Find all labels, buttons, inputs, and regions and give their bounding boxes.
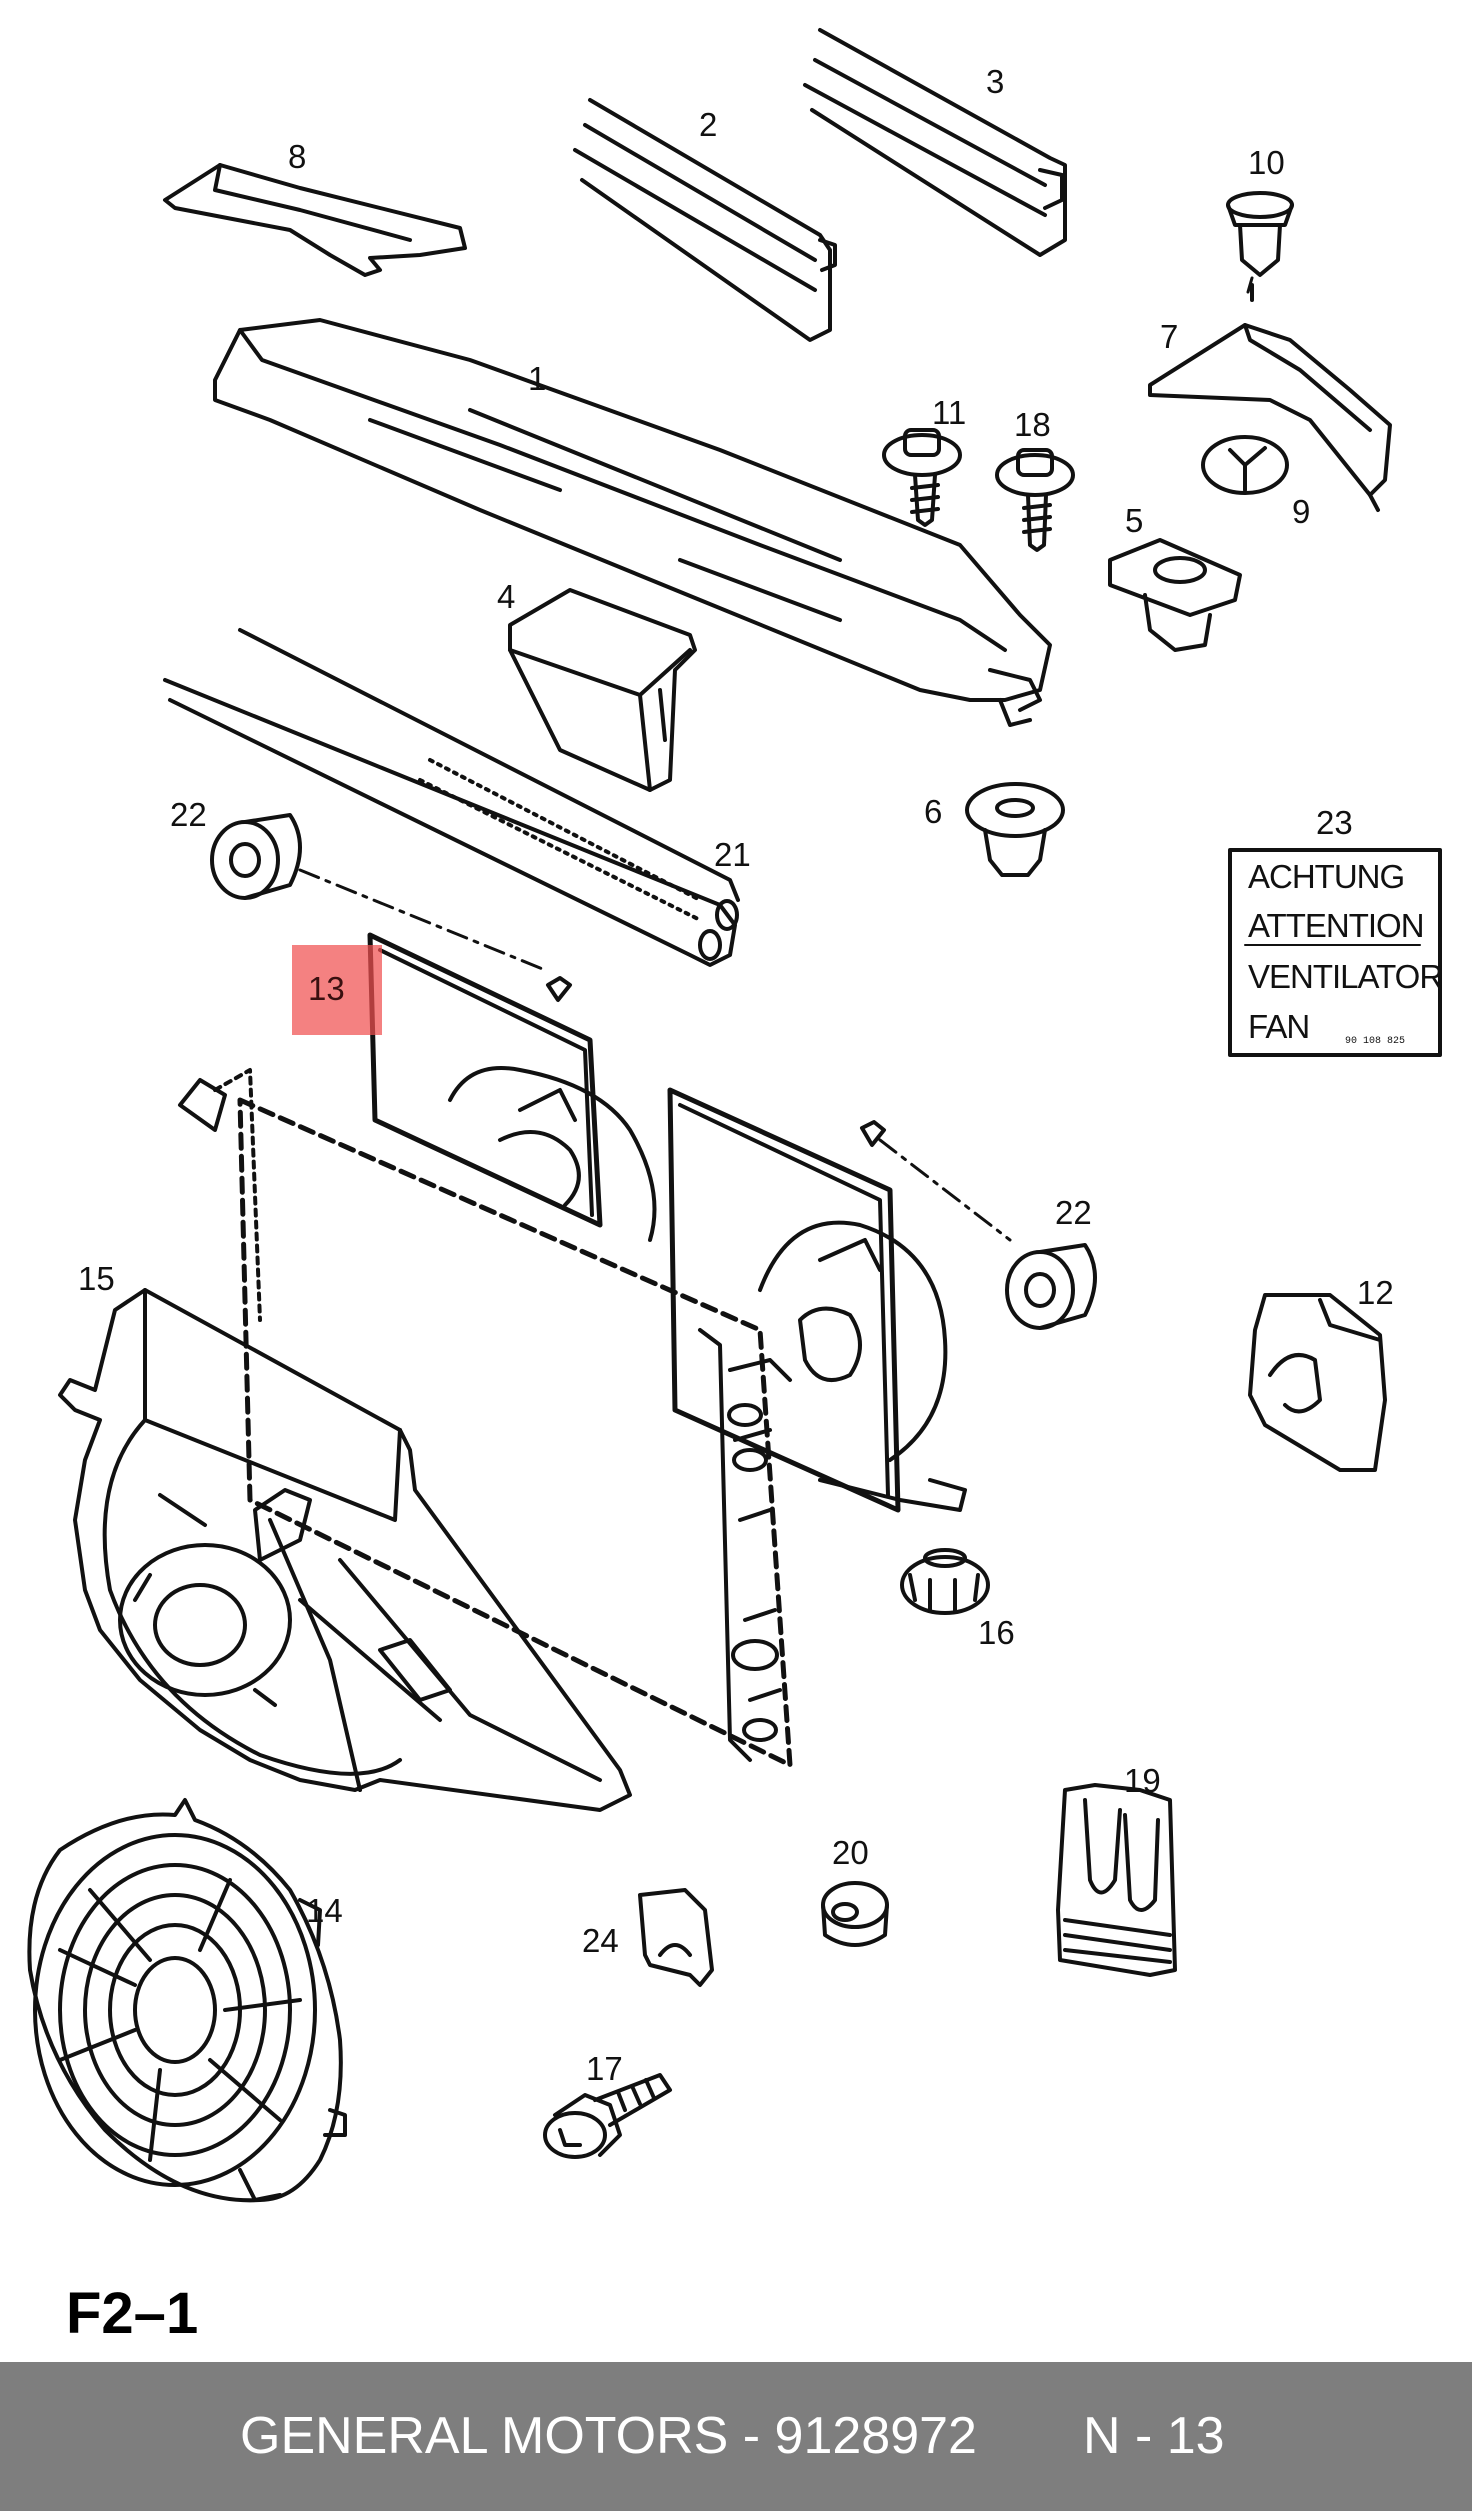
callout-11: 11 <box>932 394 967 431</box>
footer-bar: GENERAL MOTORS - 9128972 N - 13 <box>0 2362 1472 2511</box>
callout-14: 14 <box>306 1892 343 1929</box>
label23-code: 90 108 825 <box>1345 1036 1406 1047</box>
callout-3: 3 <box>986 63 1005 100</box>
radiator-core <box>178 1068 793 1768</box>
part-17-flange-bolt <box>543 2073 672 2159</box>
parts-diagram <box>27 28 1442 2203</box>
part-6-push-rivet <box>965 782 1065 877</box>
part-14-fan-guard <box>27 1798 347 2203</box>
part-16-rubber-mount <box>900 1548 990 1615</box>
part-12-clip-housing <box>1248 1293 1387 1472</box>
callout-17: 17 <box>586 2050 623 2087</box>
part-10-push-clip <box>1226 191 1294 302</box>
part-15-fan-shroud <box>58 1288 632 1812</box>
part-1-cross-member <box>213 318 1052 727</box>
callout-16: 16 <box>978 1614 1015 1651</box>
callout-22-lower: 22 <box>1055 1194 1092 1231</box>
part-3-seal-strip <box>803 28 1067 257</box>
callout-23: 23 <box>1316 804 1353 841</box>
part-4-support-block <box>508 588 697 792</box>
part-23-warning-label <box>1228 848 1442 1057</box>
callout-7: 7 <box>1160 318 1179 355</box>
footer-part-number: GENERAL MOTORS - 9128972 <box>240 2407 977 2465</box>
label23-line-fan: FAN <box>1248 1008 1310 1045</box>
part-8-bracket <box>163 163 467 277</box>
callout-24: 24 <box>582 1922 619 1959</box>
leader-lines <box>1246 276 1254 294</box>
part-2-seal-strip <box>573 98 837 342</box>
callout-18: 18 <box>1014 406 1051 443</box>
label23-line-achtung: ACHTUNG <box>1248 858 1405 895</box>
callout-20: 20 <box>832 1834 869 1871</box>
part-18-screw <box>995 448 1075 552</box>
part-24-clip-nut <box>638 1888 714 1987</box>
part-22-axis-line <box>298 868 547 972</box>
callout-1: 1 <box>528 360 547 397</box>
part-19-retaining-clip <box>1056 1783 1177 1977</box>
part-13-shroud-frame <box>367 932 901 1513</box>
upper-fan-right <box>758 1220 967 1512</box>
part-22-axis-line-lower <box>878 1138 1012 1242</box>
callout-21: 21 <box>714 836 751 873</box>
callout-4: 4 <box>497 578 516 615</box>
callout-10: 10 <box>1248 144 1285 181</box>
part-9-clip <box>1201 435 1289 495</box>
part-20-nut <box>821 1881 889 1947</box>
label23-line-attention: ATTENTION <box>1248 907 1425 944</box>
callout-6: 6 <box>924 793 943 830</box>
callout-2: 2 <box>699 106 718 143</box>
label23-line-ventilator: VENTILATOR <box>1248 958 1443 995</box>
footer-reference: N - 13 <box>1083 2407 1225 2465</box>
part-7-guide-bracket <box>1148 323 1392 512</box>
callout-19: 19 <box>1124 1762 1161 1799</box>
part-21-seal-strip <box>163 628 740 967</box>
callout-9: 9 <box>1292 493 1311 530</box>
callout-13-highlight <box>292 945 382 1035</box>
callout-12: 12 <box>1357 1274 1394 1311</box>
part-22-grommet-lower <box>1005 1243 1097 1330</box>
callout-5: 5 <box>1125 502 1144 539</box>
callout-22-upper: 22 <box>170 796 207 833</box>
callout-8: 8 <box>288 138 307 175</box>
upper-fan-left <box>448 1066 657 1242</box>
part-5-speed-nut <box>1108 538 1242 652</box>
part-11-screw <box>882 428 962 527</box>
callout-13: 13 <box>308 970 345 1007</box>
part-22-grommet-upper <box>210 813 302 900</box>
figure-id: F2–1 <box>66 2281 199 2346</box>
callout-15: 15 <box>78 1260 115 1297</box>
